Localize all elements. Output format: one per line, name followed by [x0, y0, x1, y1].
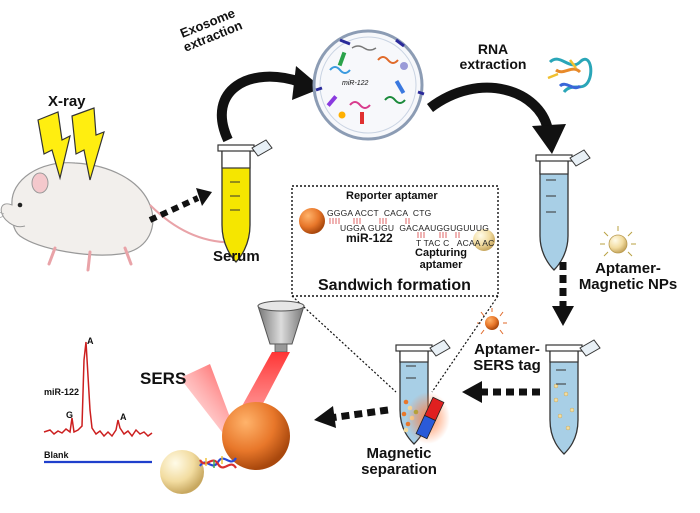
mir122-box-label: miR-122 [346, 231, 393, 245]
sandwich-box [291, 185, 499, 297]
exosome-vesicle [312, 29, 425, 141]
mouse-illustration [0, 162, 241, 272]
reporter-sequence: GGGA ACCT CACA CTG [327, 208, 432, 218]
exosome-mirna-label: miR-122 [342, 80, 369, 87]
magnet-icon [406, 392, 450, 444]
sandwich-formation-label: Sandwich formation [318, 277, 471, 294]
rna-extraction-label: RNA extraction [448, 42, 538, 71]
laser-objective [257, 300, 305, 353]
reporter-aptamer-label: Reporter aptamer [346, 190, 438, 202]
peak-label-g: G [66, 410, 74, 420]
lightning-icon [37, 107, 105, 181]
aptamer-magnetic-label: Aptamer- Magnetic NPs [568, 261, 688, 293]
rna-tube [535, 149, 591, 271]
dotted-arrow-to-serum [148, 188, 212, 223]
capture-sequence: T TAC C ACAA AC [416, 238, 495, 248]
curved-arrow-to-exosome [216, 66, 322, 143]
spectrum-series-label: miR-122 [44, 387, 80, 397]
mirna-sequence: UGGA GUGU GACAAUGGUGUUUG [340, 223, 490, 233]
dotted-arrow-left-2 [314, 406, 389, 428]
aptamer-sers-line1: Aptamer- [474, 341, 540, 358]
magnetic-separation-line1: Magnetic [366, 445, 432, 462]
dotted-arrow-down [552, 262, 574, 326]
magnetic-separation-label: Magnetic separation [344, 446, 454, 478]
capture-tube [545, 339, 601, 455]
capture-np [473, 229, 495, 251]
dotted-arrow-left-1 [462, 381, 540, 403]
curved-arrow-to-rna [426, 82, 566, 154]
rna-structure-icon [547, 57, 593, 94]
sers-sandwich-complex [160, 402, 290, 494]
aptamer-sers-line2: SERS tag [473, 356, 541, 374]
capturing-aptamer-line2: aptamer [419, 258, 463, 271]
sers-label: SERS [140, 369, 187, 388]
capturing-aptamer-line1: Capturing [415, 247, 467, 259]
reporter-np [299, 208, 325, 234]
magnetic-separation-line2: separation [361, 460, 437, 478]
zoom-lines [291, 295, 499, 393]
sers-spectrum [43, 341, 153, 464]
rna-extraction-line2: extraction [459, 55, 527, 72]
capturing-aptamer-label: Capturing aptamer [412, 247, 470, 271]
serum-tube [217, 139, 273, 263]
aptamer-sers-label: Aptamer- SERS tag [462, 342, 552, 374]
rna-extraction-line1: RNA [477, 41, 509, 57]
xray-label: X-ray [48, 93, 86, 110]
aptamer-magnetic-line1: Aptamer- [595, 260, 661, 277]
peak-label-a1: A [87, 336, 94, 346]
spectrum-blank-label: Blank [44, 450, 69, 460]
aptamer-magnetic-line2: Magnetic NPs [578, 275, 678, 293]
serum-label: Serum [213, 248, 260, 265]
mir122-spectrum-line [43, 341, 153, 438]
peak-label-a2: A [120, 412, 127, 422]
aptamer-magnetic-np-icon [600, 226, 636, 257]
